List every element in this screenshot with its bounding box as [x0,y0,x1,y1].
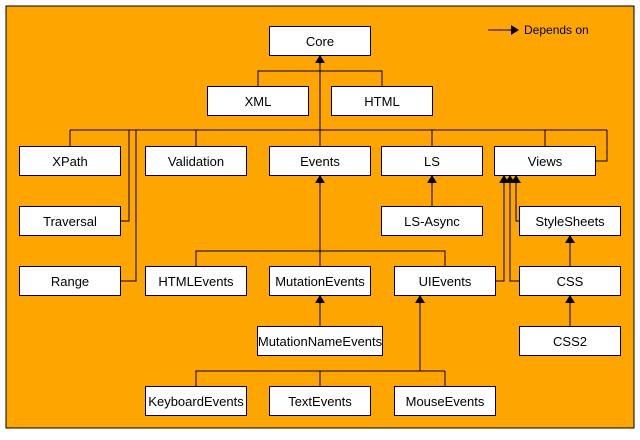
node-traversal: Traversal [19,206,121,236]
node-css2: CSS2 [519,326,621,356]
edge-uievents-views [496,175,509,282]
node-range: Range [19,266,121,296]
node-events: Events [269,146,371,176]
node-validation: Validation [145,146,247,176]
node-stylesheets: StyleSheets [519,206,621,236]
dependency-edges [69,55,608,386]
node-textevents: TextEvents [269,386,371,416]
node-mutationnameevents: MutationNameEvents [257,326,383,356]
node-core: Core [269,26,371,56]
node-css: CSS [519,266,621,296]
edge-range-core [121,130,137,282]
edge-views-core-side [596,130,608,162]
edge-htmlevents-events [195,250,320,266]
node-keyboardevents: KeyboardEvents [145,386,247,416]
node-html: HTML [331,86,433,116]
edge-keyboard-ui [195,370,445,386]
edge-xml-core [257,70,320,86]
edge-uievents-events [320,250,446,266]
node-uievents: UIEvents [394,266,496,296]
edge-stylesheets-views [511,175,521,222]
node-mutationevents: MutationEvents [269,266,371,296]
node-ls: LS [381,146,483,176]
node-views: Views [494,146,596,176]
edge-html-core [320,70,383,86]
node-xml: XML [207,86,309,116]
legend-label: Depends on [524,23,589,37]
node-ls-async: LS-Async [381,206,483,236]
node-xpath: XPath [19,146,121,176]
edge-css-views [505,175,519,282]
node-mouseevents: MouseEvents [394,386,496,416]
edge-traversal-core [121,130,130,222]
node-htmlevents: HTMLEvents [145,266,247,296]
